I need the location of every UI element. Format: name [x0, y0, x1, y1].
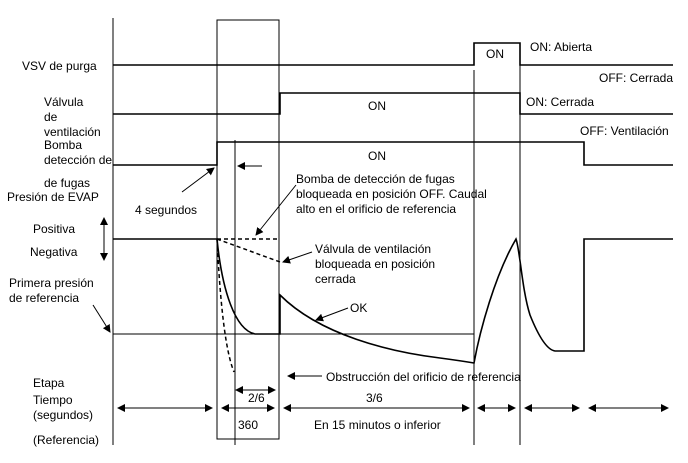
annotation-pump-off-1: Bomba de detección de fugas: [296, 172, 455, 186]
label-pump-2: detección de: [44, 153, 112, 167]
annotation-pump-off-3: alto en el orificio de referencia: [296, 202, 456, 216]
valve-on-text: ON: [368, 99, 386, 113]
label-time-2: (segundos): [33, 408, 93, 422]
label-vsv: VSV de purga: [22, 59, 97, 73]
label-pump-1: Bomba: [44, 138, 82, 152]
annotation-valve-stuck-3: cerrada: [315, 272, 356, 286]
pump-on-text: ON: [368, 149, 386, 163]
timeline-stage-b: 3/6: [366, 391, 383, 405]
ok-arrow: [315, 307, 349, 322]
time-dividers: [112, 18, 521, 445]
annotation-four-sec: 4 segundos: [135, 203, 197, 217]
pump-waveform: [113, 141, 673, 166]
vent-valve-waveform: [113, 92, 673, 115]
label-valve-1: Válvula: [44, 95, 84, 109]
annotation-ok: OK: [350, 301, 367, 315]
ref-pressure-arrow: [92, 304, 111, 333]
callout-arrows: [92, 162, 349, 380]
timeline-seconds: 360: [238, 418, 258, 432]
label-valve-2: de: [44, 110, 58, 124]
vsv-open-state: ON: Abierta: [530, 40, 592, 54]
valve-stuck-dashed: [216, 238, 281, 263]
label-positive: Positiva: [33, 222, 75, 236]
label-valve-3: ventilación: [44, 125, 101, 139]
vsv-on-text: ON: [486, 47, 504, 61]
timeline-duration: En 15 minutos o inferior: [314, 418, 441, 432]
label-reference: (Referencia): [33, 433, 99, 447]
valve-vent-state: OFF: Ventilación: [580, 124, 669, 138]
label-evap: Presión de EVAP: [7, 190, 99, 204]
label-ref-2: de referencia: [9, 291, 79, 305]
annotation-pump-off-2: bloqueada en posición OFF. Caudal: [296, 187, 487, 201]
four-sec-arrow: [181, 167, 215, 193]
annotation-valve-stuck-1: Válvula de ventilación: [315, 242, 431, 256]
timeline-stage-a: 2/6: [248, 391, 265, 405]
annotation-valve-stuck-2: bloqueada en posición: [315, 257, 435, 271]
valve-closed-state: ON: Cerrada: [526, 95, 594, 109]
label-time-1: Tiempo: [33, 393, 73, 407]
stage-box-360s: [216, 19, 280, 440]
label-pump-3: de fugas: [44, 176, 90, 190]
label-stage: Etapa: [33, 376, 65, 390]
vsv-purge-waveform: [113, 42, 673, 66]
vsv-closed-state: OFF: Cerrada: [599, 71, 673, 85]
pump-off-arrow: [255, 184, 297, 236]
label-negative: Negativa: [30, 245, 78, 259]
label-ref-1: Primera presión: [9, 276, 94, 290]
valve-stuck-arrow: [282, 251, 313, 264]
time-axis: [117, 386, 669, 412]
annotation-obstruction: Obstrucción del orificio de referencia: [326, 370, 521, 384]
